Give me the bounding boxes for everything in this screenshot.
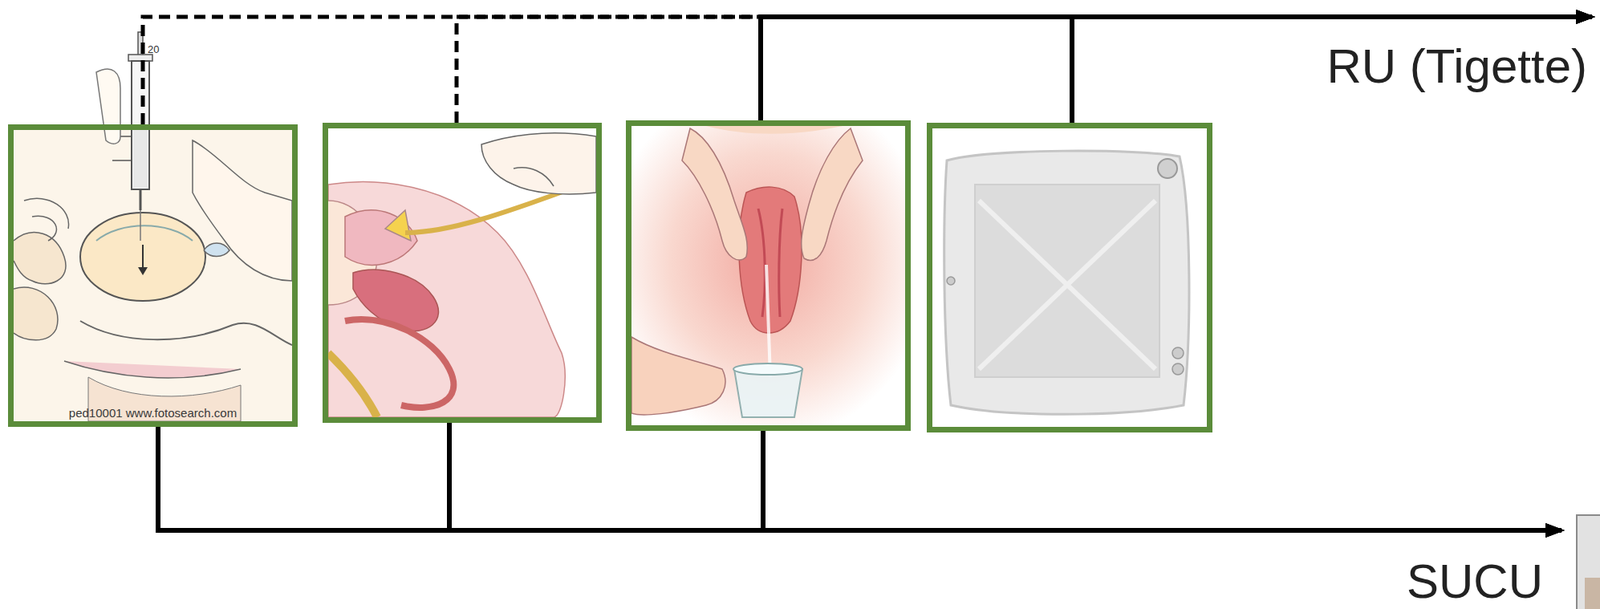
syringe-symbol (96, 32, 153, 241)
flow-connector (1072, 16, 1592, 123)
test-target: SUCU (1364, 513, 1562, 609)
suprapubic-illustration (13, 129, 293, 422)
node-text: RU (Tigette) (1327, 38, 1588, 94)
node-text: SUCU (1406, 553, 1544, 609)
flow-connector (760, 16, 1592, 121)
test-target: RU (Tigette) (1267, 0, 1592, 94)
flow-connector (158, 426, 1562, 531)
flow-connector (449, 422, 1562, 531)
dashed-connector (456, 16, 1592, 123)
urine-bag-illustration (932, 128, 1207, 427)
node-text: ped10001 www.fotosearch.com (69, 406, 237, 420)
catheter-illustration (328, 128, 597, 418)
method-box (625, 120, 911, 431)
method-box (926, 122, 1213, 433)
photo-fragment (1584, 577, 1600, 609)
method-box (322, 122, 602, 423)
scale-mark: 20 (147, 43, 159, 56)
clean-catch-illustration (631, 125, 906, 426)
photo-fragment (1576, 515, 1600, 609)
flow-connector (763, 430, 1562, 531)
method-box: ped10001 www.fotosearch.com (8, 124, 298, 427)
dashed-connector (142, 16, 1592, 125)
